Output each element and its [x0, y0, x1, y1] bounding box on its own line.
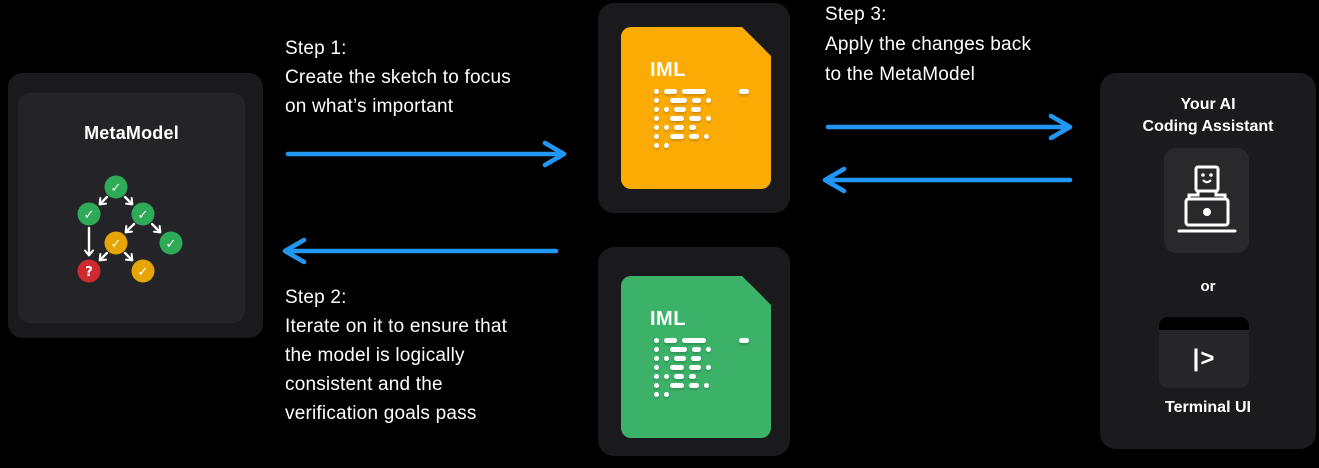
step-2-text: Step 2: Iterate on it to ensure that the… [285, 283, 507, 428]
graph-node-middle: ✓ [104, 231, 128, 255]
svg-text:✓: ✓ [111, 237, 122, 252]
doc-label: IML [650, 59, 686, 81]
terminal-body: |> [1159, 330, 1249, 388]
or-label: or [1200, 278, 1216, 295]
code-lines-icon [654, 338, 749, 401]
arrow-right-step3-icon [825, 113, 1073, 141]
doc-label: IML [650, 308, 686, 330]
graph-node-right: ✓ [131, 202, 155, 226]
robot-tile [1164, 148, 1249, 253]
svg-text:✓: ✓ [166, 237, 177, 252]
arrow-left-return-icon [822, 166, 1073, 194]
terminal-titlebar [1159, 317, 1249, 330]
graph-node-far-right: ✓ [159, 231, 183, 255]
graph-node-left: ✓ [77, 202, 101, 226]
assistant-title: Your AI Coding Assistant [1142, 96, 1274, 135]
step-1-text: Step 1: Create the sketch to focus on wh… [285, 34, 511, 121]
code-lines-icon [654, 89, 749, 152]
svg-text:✓: ✓ [111, 181, 122, 196]
svg-text:?: ? [85, 265, 93, 280]
terminal-prompt: |> [1192, 345, 1216, 372]
file-fold [749, 283, 766, 302]
assistant-panel: Your AI Coding Assistant or [1100, 73, 1316, 449]
step-3-text: Step 3: Apply the changes back to the Me… [825, 0, 1031, 90]
robot-at-laptop-icon [1177, 165, 1236, 232]
iml-doc-sketch-card: IML [598, 3, 790, 213]
arrow-left-step2-icon [282, 237, 559, 265]
metamodel-title: MetaModel [84, 123, 179, 143]
svg-text:✓: ✓ [138, 208, 149, 223]
graph-node-root: ✓ [104, 175, 128, 199]
metamodel-card: MetaModel ✓ [18, 93, 245, 323]
metamodel-panel: MetaModel ✓ [8, 73, 263, 338]
svg-text:✓: ✓ [84, 208, 95, 223]
graph-node-bottom-left: ? [77, 259, 101, 283]
terminal-icon: |> [1159, 317, 1249, 388]
file-fold [749, 34, 766, 53]
step-3-label: Step 3: [825, 4, 887, 25]
graph-node-bottom-right: ✓ [131, 259, 155, 283]
step-1-label: Step 1: [285, 38, 347, 59]
iml-doc-verified-card: IML [598, 247, 790, 456]
terminal-label: Terminal UI [1165, 399, 1251, 416]
model-graph-icon: ✓ ✓ ✓ ✓ ✓ [77, 175, 183, 283]
step-2-label: Step 2: [285, 287, 347, 308]
arrow-right-step1-icon [285, 140, 567, 168]
svg-text:✓: ✓ [138, 265, 149, 280]
